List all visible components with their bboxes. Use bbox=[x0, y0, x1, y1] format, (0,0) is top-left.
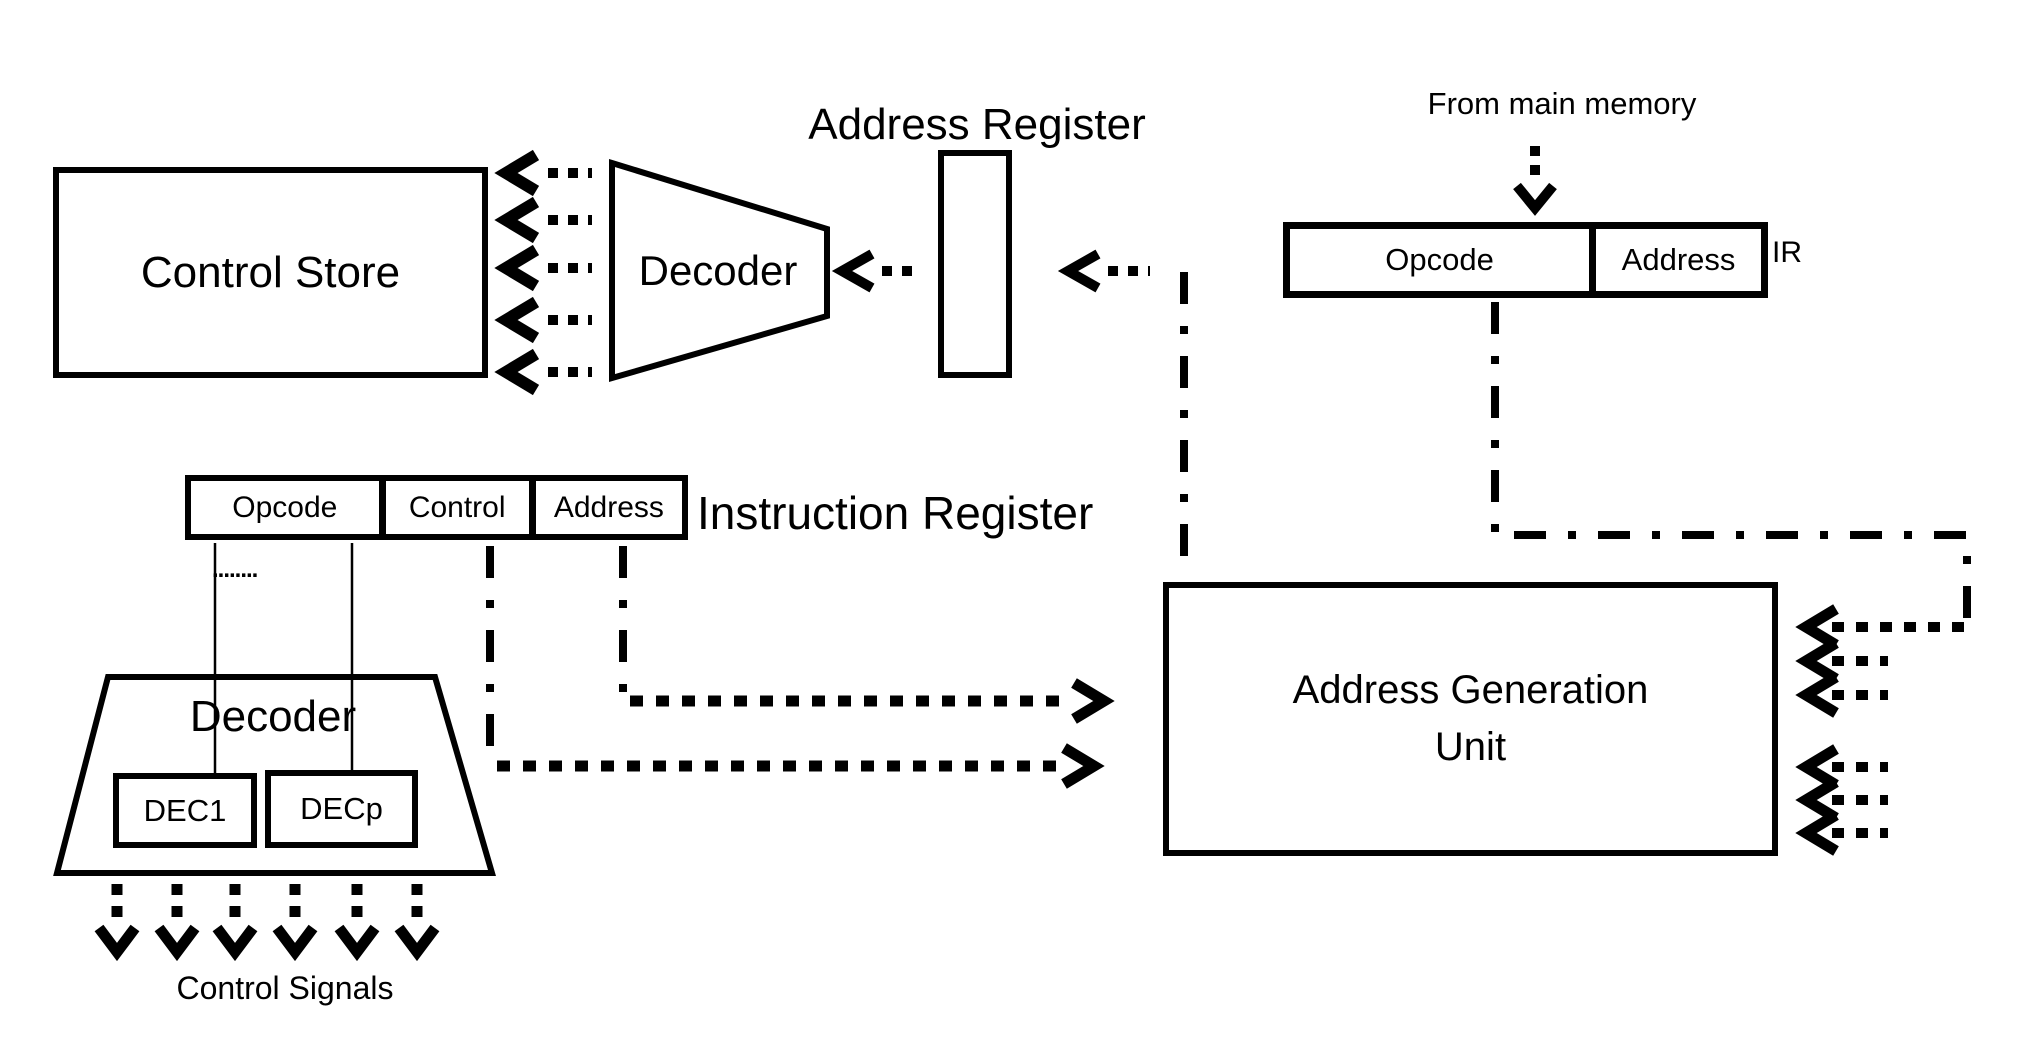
bus-arrow-icon bbox=[494, 149, 540, 197]
left-arrow-icon bbox=[1795, 810, 1839, 856]
opcode-ellipsis: ........ bbox=[212, 556, 258, 583]
instruction-register-box: Opcode Control Address bbox=[185, 475, 688, 540]
down-arrow-icon bbox=[212, 924, 258, 962]
right-arrow-icon bbox=[1071, 678, 1115, 724]
agu-to-ar-arrow bbox=[1057, 249, 1150, 293]
control-to-agu-arrow bbox=[486, 546, 1105, 789]
left-arrow-icon bbox=[1057, 249, 1101, 293]
dec1-box: DEC1 bbox=[113, 773, 257, 848]
left-arrow-icon bbox=[1795, 638, 1839, 684]
agu-input-arrow-2 bbox=[1795, 638, 1888, 684]
top-decoder-label: Decoder bbox=[638, 247, 798, 294]
left-arrow-icon bbox=[831, 249, 875, 293]
ir-opcode-to-agu-line bbox=[1491, 302, 1971, 625]
left-arrow-icon bbox=[1795, 777, 1839, 823]
instr-cell-opcode: Opcode bbox=[232, 490, 338, 524]
ir-cell-address: Address bbox=[1589, 229, 1761, 291]
agu-label-line2: Unit bbox=[1434, 725, 1507, 769]
down-arrow-icon bbox=[1513, 182, 1557, 216]
address-register-box bbox=[938, 150, 1012, 378]
cs-bus-arrows bbox=[494, 149, 592, 396]
bottom-decoder-label: Decoder bbox=[189, 692, 357, 741]
left-arrow-icon bbox=[1795, 604, 1839, 650]
left-arrow-icon bbox=[1795, 672, 1839, 718]
down-arrow-icon bbox=[394, 924, 440, 962]
instr-cell-address: Address bbox=[528, 481, 682, 534]
bus-arrow-icon bbox=[494, 296, 540, 344]
instruction-register-top-box: Opcode Address bbox=[1283, 222, 1768, 298]
instruction-register-title: Instruction Register bbox=[697, 487, 1094, 539]
agu-input-arrow-3 bbox=[1795, 672, 1888, 718]
control-signals-label: Control Signals bbox=[176, 969, 394, 1006]
down-arrow-icon bbox=[94, 924, 140, 962]
control-store-label: Control Store bbox=[140, 247, 401, 297]
agu-input-arrow-1 bbox=[1795, 604, 1964, 650]
agu-input-arrow-6 bbox=[1795, 810, 1888, 856]
dec1-label: DEC1 bbox=[143, 792, 227, 828]
instr-cell-control: Control bbox=[378, 481, 529, 534]
decp-label: DECp bbox=[300, 791, 383, 826]
bus-arrow-icon bbox=[494, 244, 540, 292]
bus-arrow-icon bbox=[494, 348, 540, 396]
address-register-title: Address Register bbox=[808, 100, 1146, 149]
address-to-agu-arrow bbox=[619, 546, 1115, 724]
control-store-box: Control Store bbox=[53, 167, 488, 378]
agu-label-line1: Address Generation bbox=[1292, 668, 1649, 712]
left-arrow-icon bbox=[1795, 744, 1839, 790]
ir-tag-label: IR bbox=[1772, 236, 1802, 269]
down-arrow-icon bbox=[334, 924, 380, 962]
top-decoder-shape bbox=[609, 158, 830, 382]
right-arrow-icon bbox=[1061, 743, 1105, 789]
decp-box: DECp bbox=[265, 770, 418, 848]
address-generation-unit-box: Address Generation Unit bbox=[1163, 582, 1778, 856]
agu-input-arrow-5 bbox=[1795, 777, 1888, 823]
bus-arrow-icon bbox=[494, 196, 540, 244]
main-memory-arrow bbox=[1513, 146, 1557, 216]
from-main-memory-label: From main memory bbox=[1427, 86, 1697, 121]
agu-input-arrow-4 bbox=[1795, 744, 1888, 790]
control-signal-arrows bbox=[94, 884, 440, 962]
down-arrow-icon bbox=[272, 924, 318, 962]
down-arrow-icon bbox=[154, 924, 200, 962]
ar-to-decoder-arrow bbox=[831, 249, 922, 293]
ir-cell-opcode: Opcode bbox=[1385, 242, 1494, 277]
